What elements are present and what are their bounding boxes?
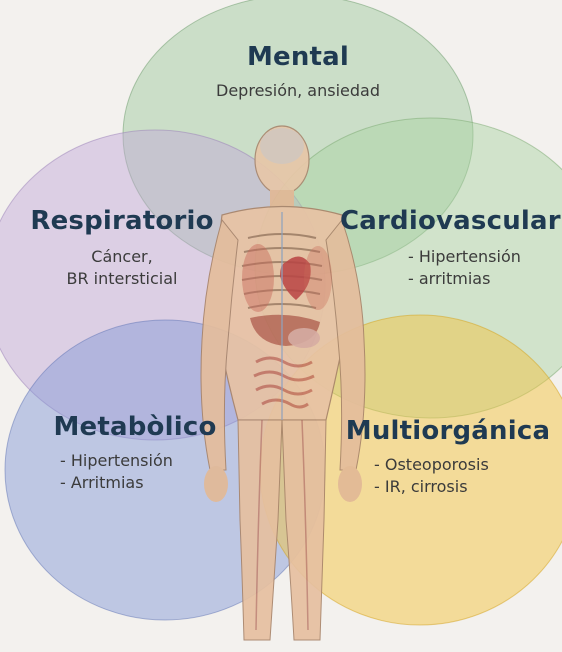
multiorganica-line-1: - Osteoporosis	[340, 454, 556, 476]
label-multiorganica: Multiorgánica - Osteoporosis - IR, cirro…	[340, 416, 556, 498]
cardiovascular-line-1: - Hipertensión	[340, 246, 558, 268]
respiratorio-line-2: BR intersticial	[22, 268, 222, 290]
label-mental: Mental Depresión, ansiedad	[170, 42, 426, 102]
mental-title: Mental	[170, 42, 426, 72]
metabolico-line-2: - Arritmias	[30, 472, 240, 494]
label-cardiovascular: Cardiovascular - Hipertensión - arritmia…	[340, 206, 558, 290]
cardiovascular-line-2: - arritmias	[340, 268, 558, 290]
respiratorio-title: Respiratorio	[22, 206, 222, 236]
cardiovascular-title: Cardiovascular	[340, 206, 558, 236]
metabolico-title: Metabòlico	[30, 412, 240, 442]
metabolico-line-1: - Hipertensión	[30, 450, 240, 472]
respiratorio-line-1: Cáncer,	[22, 246, 222, 268]
multiorganica-line-2: - IR, cirrosis	[340, 476, 556, 498]
label-respiratorio: Respiratorio Cáncer, BR intersticial	[22, 206, 222, 290]
mental-line-1: Depresión, ansiedad	[170, 80, 426, 102]
multiorganica-title: Multiorgánica	[340, 416, 556, 446]
label-metabolico: Metabòlico - Hipertensión - Arritmias	[30, 412, 240, 494]
